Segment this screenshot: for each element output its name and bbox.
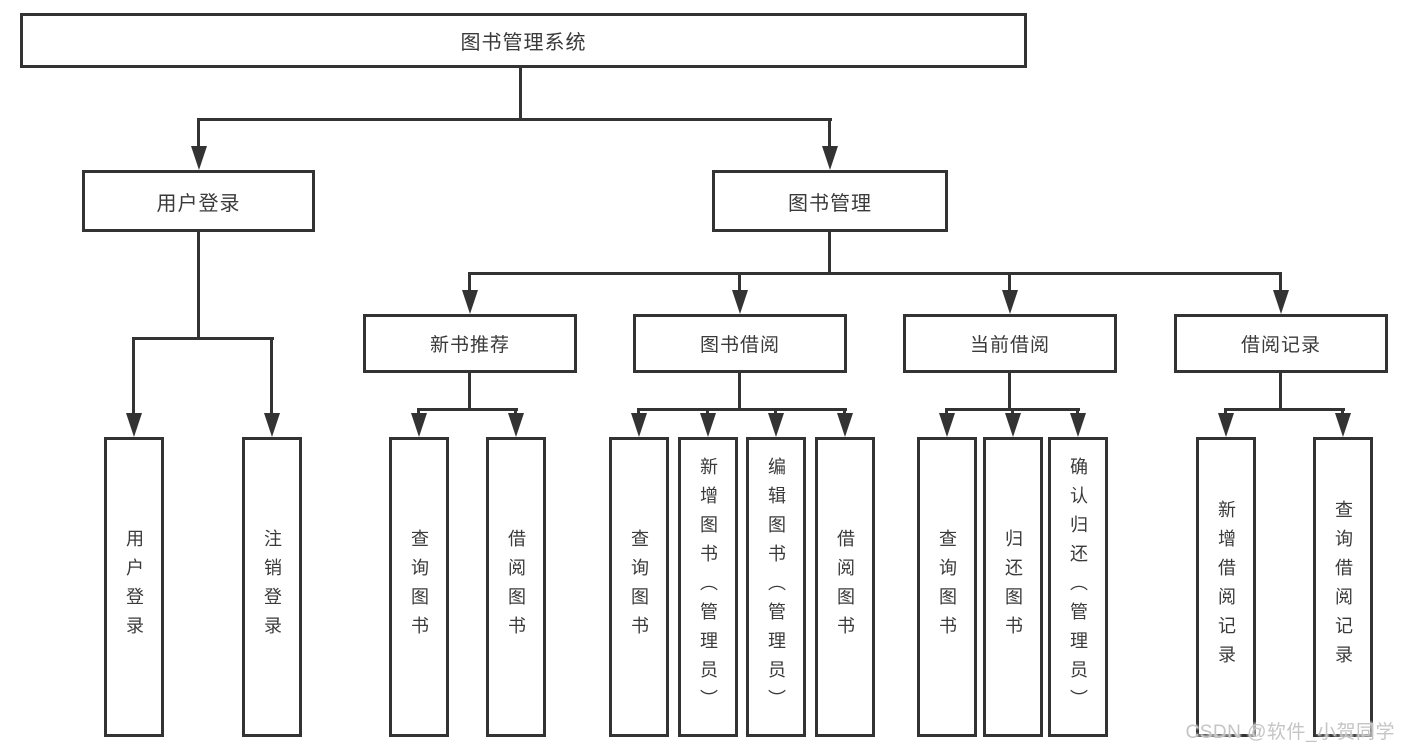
arrow-to-login-leaf — [126, 413, 142, 437]
edge-to-user-login — [197, 118, 200, 150]
edge-stub — [774, 408, 777, 417]
leaf-label: 新增借阅记录 — [1216, 500, 1236, 674]
leaf-label: 确认归还（管理员） — [1068, 456, 1088, 718]
edge-stub — [417, 408, 420, 417]
edge-stub — [843, 408, 846, 417]
leaf-label: 借阅图书 — [506, 529, 526, 645]
edge-stub — [1076, 408, 1079, 417]
leaf-logout: 注销登录 — [242, 437, 302, 737]
leaf-add-borrow-record: 新增借阅记录 — [1196, 437, 1256, 737]
leaf-return-books: 归还图书 — [983, 437, 1043, 737]
edge-current-stem — [1008, 373, 1011, 411]
leaf-borrow-books-1: 借阅图书 — [486, 437, 546, 737]
edge-book-mgmt-stem — [828, 232, 831, 275]
leaf-add-books-admin: 新增图书（管理员） — [678, 437, 738, 737]
arrow-to-user-login — [191, 146, 207, 170]
csdn-watermark: CSDN @软件_小贺同学 — [1185, 722, 1395, 743]
arrow-to-leaf — [411, 413, 427, 437]
edge-stub — [706, 408, 709, 417]
edge-root-stem — [519, 67, 522, 121]
leaf-query-books-3: 查询图书 — [917, 437, 977, 737]
edge-borrowing-stem — [738, 373, 741, 411]
leaf-label: 借阅图书 — [835, 529, 855, 645]
arrow-to-leaf — [508, 413, 524, 437]
node-user-login: 用户登录 — [82, 170, 315, 232]
edge-new-books-bar — [417, 408, 518, 411]
edge-borrowing-bar — [637, 408, 847, 411]
leaf-borrow-books-2: 借阅图书 — [815, 437, 875, 737]
arrow-to-new-books — [462, 290, 478, 314]
edge-to-login-leaf — [132, 337, 135, 417]
arrow-to-current — [1002, 290, 1018, 314]
leaf-user-login: 用户登录 — [104, 437, 164, 737]
edge-records-bar — [1224, 408, 1345, 411]
node-current-borrowing: 当前借阅 — [903, 314, 1117, 373]
edge-records-stem — [1279, 373, 1282, 411]
edge-user-login-stem — [197, 232, 200, 340]
arrow-to-borrowing — [732, 290, 748, 314]
edge-root-bar — [197, 118, 832, 121]
edge-to-book-mgmt — [828, 118, 831, 150]
leaf-query-borrow-record: 查询借阅记录 — [1313, 437, 1373, 737]
edge-to-logout-leaf — [270, 337, 273, 417]
leaf-label: 注销登录 — [262, 529, 282, 645]
edge-to-borrowing — [738, 272, 741, 294]
edge-stub — [1341, 408, 1344, 417]
edge-to-records — [1279, 272, 1282, 294]
leaf-label: 查询图书 — [937, 529, 957, 645]
arrow-to-records — [1273, 290, 1289, 314]
arrow-to-book-mgmt — [822, 146, 838, 170]
leaf-confirm-return-admin: 确认归还（管理员） — [1048, 437, 1108, 737]
edge-stub — [1011, 408, 1014, 417]
arrow-to-leaf — [837, 413, 853, 437]
arrow-to-leaf — [1218, 413, 1234, 437]
edge-to-new-books — [468, 272, 471, 294]
edge-stub — [945, 408, 948, 417]
leaf-label: 用户登录 — [124, 529, 144, 645]
leaf-label: 新增图书（管理员） — [698, 456, 718, 718]
leaf-label: 编辑图书（管理员） — [766, 456, 786, 718]
arrow-to-leaf — [631, 413, 647, 437]
leaf-edit-books-admin: 编辑图书（管理员） — [746, 437, 806, 737]
arrow-to-logout-leaf — [264, 413, 280, 437]
edge-user-login-bar — [132, 337, 274, 340]
node-library-management-system: 图书管理系统 — [20, 13, 1027, 68]
edge-new-books-stem — [468, 373, 471, 411]
node-book-management: 图书管理 — [712, 170, 948, 232]
leaf-label: 查询图书 — [409, 529, 429, 645]
edge-stub — [1224, 408, 1227, 417]
arrow-to-leaf — [1335, 413, 1351, 437]
arrow-to-leaf — [1070, 413, 1086, 437]
arrow-to-leaf — [768, 413, 784, 437]
leaf-query-books-1: 查询图书 — [389, 437, 449, 737]
node-new-book-recommendation: 新书推荐 — [363, 314, 577, 373]
leaf-label: 查询图书 — [629, 529, 649, 645]
arrow-to-leaf — [1005, 413, 1021, 437]
leaf-label: 归还图书 — [1003, 529, 1023, 645]
edge-stub — [514, 408, 517, 417]
leaf-label: 查询借阅记录 — [1333, 500, 1353, 674]
arrow-to-leaf — [700, 413, 716, 437]
node-borrowing-records: 借阅记录 — [1174, 314, 1388, 373]
edge-stub — [637, 408, 640, 417]
edge-to-current — [1008, 272, 1011, 294]
node-book-borrowing: 图书借阅 — [633, 314, 847, 373]
edge-book-mgmt-bar — [468, 272, 1282, 275]
arrow-to-leaf — [939, 413, 955, 437]
leaf-query-books-2: 查询图书 — [609, 437, 669, 737]
